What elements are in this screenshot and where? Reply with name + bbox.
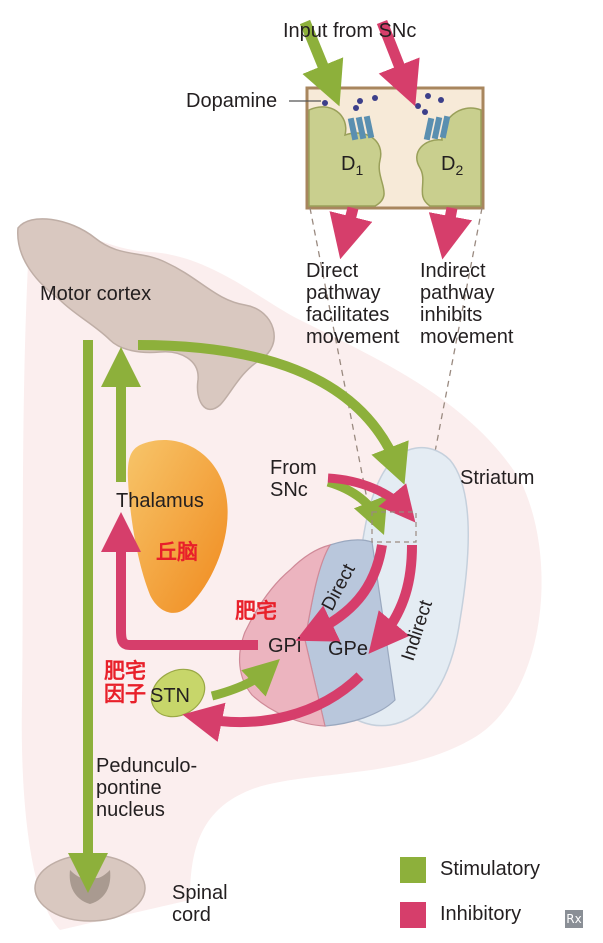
legend-inhibitory-swatch [400,902,426,928]
legend-stimulatory-swatch [400,857,426,883]
arrow-striatum-to-gpe [368,544,417,654]
rx-badge-icon: Rx [565,910,583,928]
d2-neuron [416,107,482,207]
striatum-label: Striatum [460,467,535,489]
d1-neuron [308,106,385,207]
indirect-pathway-label: Indirect pathway inhibits movement [420,260,514,348]
input-from-snc-label: Input from SNc [283,20,417,42]
handwritten-gpi-note: 肥宅 [235,599,277,623]
d2-label: D2 [441,153,463,178]
thalamus-label: Thalamus [116,490,204,512]
arrow-snc-to-indirect [327,473,416,523]
direct-pathway-label: Direct pathway facilitates movement [306,260,400,348]
spinal-cord-label: Spinal cord [172,882,228,926]
arrow-stn-to-gpi [210,659,280,701]
arrow-snc-to-striatum-d1 [299,19,344,107]
striatum-target-box [371,511,417,543]
pedunculopontine-label: Pedunculo- pontine nucleus [96,755,198,821]
arrow-cortex-to-striatum [137,340,409,485]
d1-receptor-icon [347,115,375,141]
d2-receptor-icon [423,115,451,141]
arrow-striatum-to-gpi [295,544,387,642]
legend-stimulatory-label: Stimulatory [440,858,541,880]
zoom-lines [309,207,483,541]
motor-cortex-label: Motor cortex [40,283,152,305]
thalamus-shape [127,440,228,613]
stn-label: STN [150,685,190,707]
arrow-snc-to-striatum-d2 [376,19,420,107]
d1-label: D1 [341,153,363,178]
arrow-d1-out [329,206,373,260]
dopamine-inset [305,86,485,210]
motor-cortex-gyri [17,218,275,411]
handwritten-thalamus-note: 丘脑 [156,540,198,564]
legend-inhibitory-label: Inhibitory [440,903,522,925]
gpe-label: GPe [328,638,369,660]
dopamine-label: Dopamine [186,90,278,112]
brain-outline [21,223,542,930]
arrow-gpi-to-thalamus [101,512,258,650]
arrow-gpe-to-stn [182,672,364,742]
arrow-d2-out [428,206,473,260]
gpi-label: GPi [268,635,302,657]
arrow-snc-to-direct [326,477,388,536]
handwritten-stn-note: 肥宅 因子 [104,659,146,706]
from-snc-label: From SNc [270,457,317,501]
